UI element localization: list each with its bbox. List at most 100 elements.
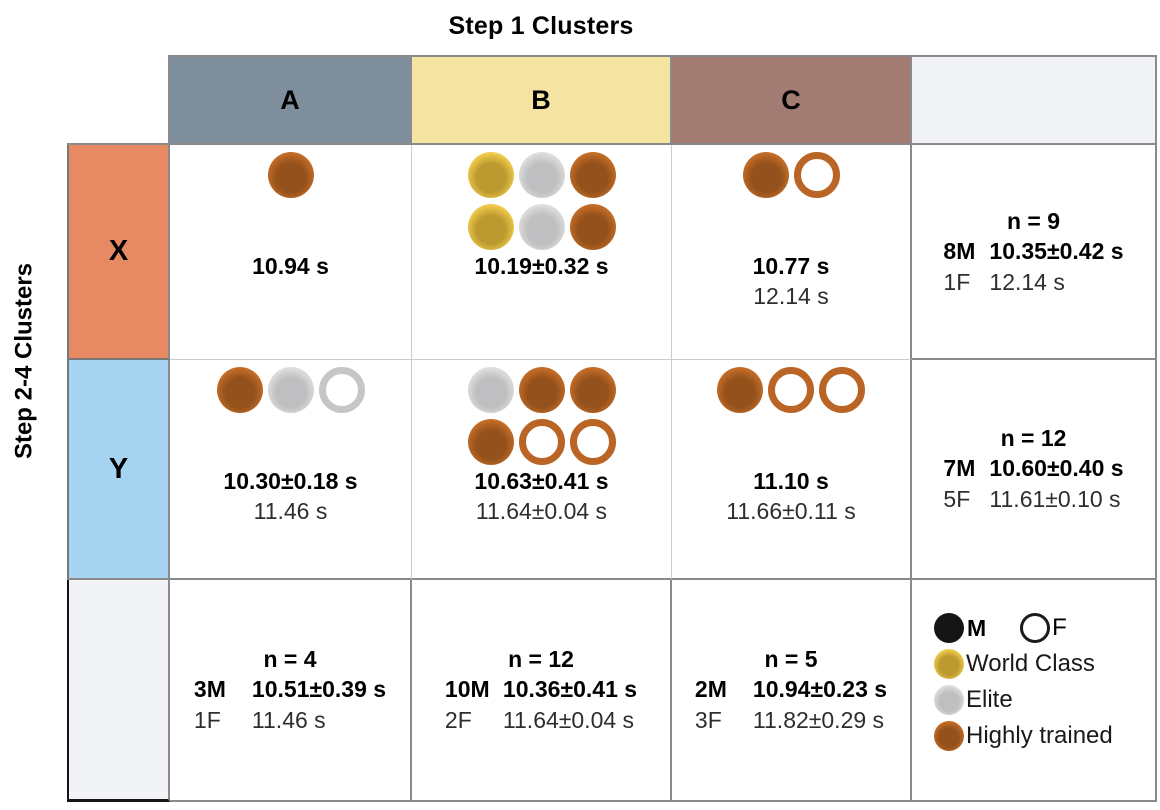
cell-x-a: 10.94 s: [170, 145, 412, 360]
bronze-dot: [569, 204, 616, 250]
corner-cell: [67, 55, 170, 145]
bronze-open-dot: [793, 152, 840, 198]
cell-times: 10.30±0.18 s 11.46 s: [170, 466, 411, 526]
column-header-c: C: [672, 55, 912, 145]
male-time: 10.77 s: [752, 253, 830, 279]
athlete-dots: [412, 367, 671, 465]
female-summary: 3F 11.82±0.29 s: [695, 705, 887, 736]
legend-female-label: F: [1052, 614, 1067, 641]
legend-cell: M F World Class Elite Highly trained: [912, 580, 1157, 802]
female-mean-time: 11.61±0.10 s: [989, 486, 1121, 512]
cell-times: 10.94 s: [170, 251, 411, 311]
gold-dot: [467, 152, 514, 198]
sample-size: n = 9: [1006, 207, 1061, 234]
female-summary: 2F 11.64±0.04 s: [445, 705, 637, 736]
female-time: 11.46 s: [253, 498, 328, 524]
world-class-dot-icon: [934, 649, 964, 679]
male-summary: 10M 10.36±0.41 s: [445, 674, 637, 705]
column-header-b: B: [412, 55, 672, 145]
bronze-open-dot: [518, 419, 565, 465]
male-count: 10M: [444, 676, 490, 702]
bronze-dot: [267, 152, 314, 198]
male-count: 8M: [943, 237, 976, 264]
column-summary-b: n = 12 10M 10.36±0.41 s 2F 11.64±0.04 s: [412, 580, 672, 802]
female-time: [412, 281, 671, 311]
female-summary: 5F 11.61±0.10 s: [943, 484, 1123, 515]
male-mean-time: 10.60±0.40 s: [989, 455, 1124, 481]
dot-row: [467, 367, 616, 413]
female-dot-icon: [1020, 613, 1051, 643]
column-summary-a: n = 4 3M 10.51±0.39 s 1F 11.46 s: [170, 580, 412, 802]
cell-y-a: 10.30±0.18 s 11.46 s: [170, 360, 412, 580]
male-summary: 7M 10.60±0.40 s: [943, 453, 1123, 484]
male-summary: 8M 10.35±0.42 s: [943, 236, 1123, 267]
female-summary: 1F 12.14 s: [943, 267, 1123, 298]
bronze-open-dot: [819, 367, 865, 413]
female-time: [170, 281, 411, 311]
male-mean-time: 10.36±0.41 s: [502, 676, 638, 702]
cell-times: 10.77 s 12.14 s: [672, 251, 910, 311]
figure-title: Step 1 Clusters: [448, 12, 634, 40]
male-time: 10.30±0.18 s: [223, 468, 358, 494]
bronze-dot: [518, 367, 565, 413]
male-time: 10.19±0.32 s: [474, 253, 609, 279]
row-x-label: X: [108, 235, 129, 267]
dot-row: [467, 152, 616, 198]
female-time: 11.66±0.11 s: [726, 498, 856, 524]
silver-dot: [518, 152, 565, 198]
legend-male-label: M: [967, 614, 987, 641]
column-b-label: B: [531, 84, 551, 115]
row-summary-x: n = 9 8M 10.35±0.42 s 1F 12.14 s: [912, 145, 1157, 360]
row-summary-y: n = 12 7M 10.60±0.40 s 5F 11.61±0.10 s: [912, 360, 1157, 580]
legend-item-highly-trained: Highly trained: [934, 718, 1155, 754]
female-summary: 1F 11.46 s: [194, 705, 386, 736]
legend-item-elite: Elite: [934, 682, 1155, 718]
cluster-matrix: A B C X 10.94 s 10.19±0.32 s: [67, 55, 1157, 802]
column-c-label: C: [781, 84, 801, 115]
female-mean-time: 11.82±0.29 s: [752, 707, 885, 733]
elite-dot-icon: [934, 685, 964, 715]
bronze-dot: [569, 367, 616, 413]
male-summary: 3M 10.51±0.39 s: [194, 674, 386, 705]
male-mean-time: 10.51±0.39 s: [251, 676, 387, 702]
silver-dot: [518, 204, 565, 250]
male-time: 10.63±0.41 s: [474, 468, 609, 494]
bronze-dot: [569, 152, 616, 198]
female-mean-time: 11.46 s: [251, 707, 326, 733]
bottom-left-cell: [67, 580, 170, 802]
dot-row: [216, 367, 365, 413]
row-y-label: Y: [108, 452, 129, 485]
silver-open-dot: [318, 367, 365, 413]
cell-y-c: 11.10 s 11.66±0.11 s: [672, 360, 912, 580]
male-dot-icon: [934, 613, 964, 643]
legend-sex-row: M F: [934, 610, 1155, 646]
dot-row: [267, 152, 314, 198]
cell-times: 11.10 s 11.66±0.11 s: [672, 466, 910, 526]
athlete-dots: [672, 367, 910, 413]
row-header-x: X: [67, 145, 170, 360]
legend-elite-label: Elite: [966, 686, 1013, 713]
dot-row: [467, 204, 616, 250]
athlete-dots: [170, 367, 411, 413]
athlete-dots: [412, 152, 671, 250]
male-time: 10.94 s: [252, 253, 329, 279]
bronze-dot: [742, 152, 789, 198]
male-mean-time: 10.35±0.42 s: [989, 237, 1124, 264]
legend: M F World Class Elite Highly trained: [912, 580, 1155, 800]
female-count: 2F: [444, 707, 472, 733]
male-time: 11.10 s: [753, 468, 829, 494]
sample-size: n = 5: [764, 646, 818, 672]
male-count: 7M: [943, 455, 976, 481]
row-header-y: Y: [67, 360, 170, 580]
female-count: 1F: [943, 268, 971, 295]
female-count: 1F: [193, 707, 221, 733]
cell-times: 10.19±0.32 s: [412, 251, 671, 311]
bronze-dot: [717, 367, 763, 413]
legend-world-class-label: World Class: [966, 650, 1095, 677]
side-axis-label: Step 2-4 Clusters: [10, 262, 38, 460]
female-time: 12.14 s: [753, 283, 829, 309]
column-a-label: A: [280, 84, 300, 115]
column-header-a: A: [170, 55, 412, 145]
dot-row: [717, 367, 865, 413]
